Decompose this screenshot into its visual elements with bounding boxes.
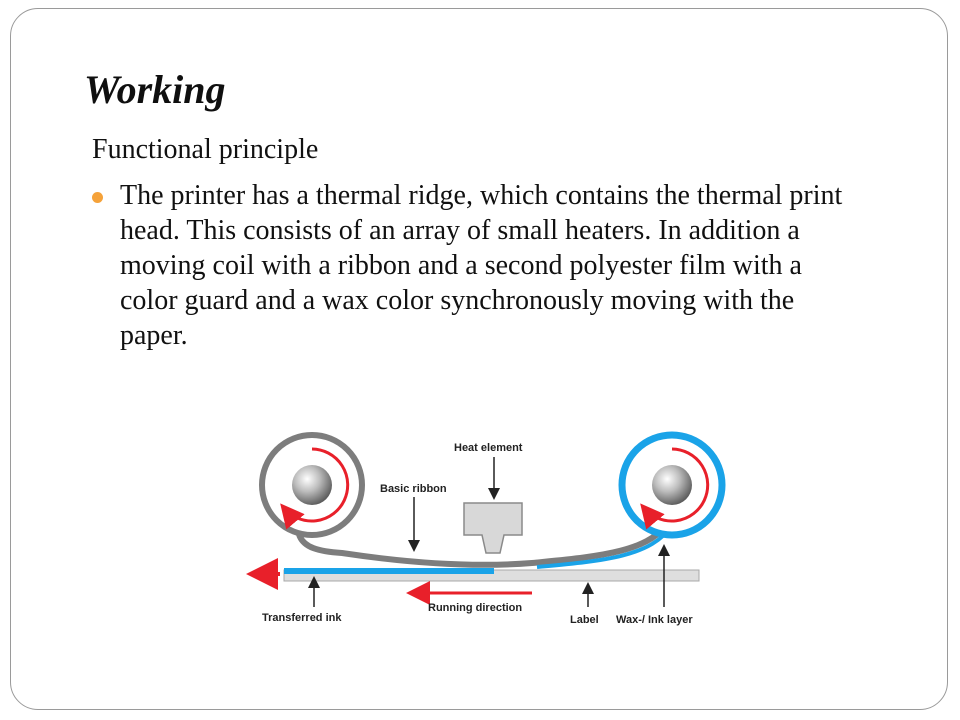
transferred-ink-label: Transferred ink bbox=[262, 612, 342, 624]
basic-ribbon-label: Basic ribbon bbox=[380, 483, 447, 495]
bullet-text: The printer has a thermal ridge, which c… bbox=[120, 180, 843, 351]
thermal-transfer-diagram: Heat element Basic ribbon Transferred in… bbox=[246, 431, 726, 626]
label-paper-label: Label bbox=[570, 614, 599, 626]
slide-title: Working bbox=[84, 67, 226, 112]
right-rotation-arrow bbox=[640, 447, 710, 530]
heat-element-icon bbox=[463, 502, 523, 554]
wax-ink-layer-label: Wax-/ Ink layer bbox=[616, 614, 693, 626]
take-up-roll-core bbox=[652, 465, 692, 505]
bullet-item: The printer has a thermal ridge, which c… bbox=[92, 178, 852, 353]
transferred-ink-strip bbox=[284, 568, 494, 574]
basic-ribbon bbox=[294, 482, 671, 568]
running-direction-label: Running direction bbox=[428, 602, 522, 614]
heat-element-label: Heat element bbox=[454, 442, 523, 454]
slide-subtitle: Functional principle bbox=[92, 134, 319, 165]
supply-roll-core bbox=[292, 465, 332, 505]
left-rotation-arrow bbox=[280, 447, 350, 530]
bullet-dot-icon bbox=[92, 192, 103, 203]
